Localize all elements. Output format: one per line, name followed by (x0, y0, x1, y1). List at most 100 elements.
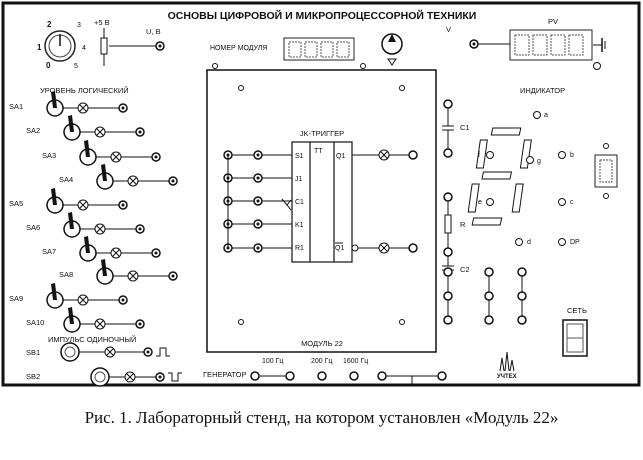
small-digit-indicator (594, 143, 618, 199)
negative-pulse-icon (168, 372, 182, 382)
switch-label-1: SA1 (9, 102, 23, 111)
dial-2: 2 (47, 20, 52, 29)
tt-label: ТТ (314, 148, 323, 155)
switch-jack-10[interactable] (135, 319, 145, 329)
stand-title: ОСНОВЫ ЦИФРОВОЙ И МИКРОПРОЦЕССОРНОЙ ТЕХН… (168, 9, 477, 22)
logo-text: УЧТЕХ (497, 374, 517, 380)
trigger-input-jack-b-5[interactable] (253, 243, 263, 253)
switch-lamp-icon (94, 318, 106, 330)
segment-f-label: f (478, 152, 480, 159)
seven-segment-indicator (467, 127, 532, 226)
sb2-lamp-icon (124, 371, 136, 383)
switch-lamp-icon (77, 199, 89, 211)
sb1-button[interactable] (60, 342, 80, 362)
input-k1-label: K1 (295, 222, 304, 229)
switch-lamp-icon (77, 294, 89, 306)
generator-jacks[interactable] (250, 371, 447, 381)
switch-jack-9[interactable] (118, 295, 128, 305)
dial-1: 1 (37, 43, 42, 52)
u-label: U, В (146, 27, 161, 36)
toggle-switch-3[interactable] (79, 140, 97, 166)
trigger-input-jack-b-4[interactable] (253, 219, 263, 229)
switch-jack-2[interactable] (135, 127, 145, 137)
trigger-input-jack-b-2[interactable] (253, 173, 263, 183)
switch-lamp-icon (77, 102, 89, 114)
dial-4: 4 (82, 45, 86, 52)
switch-label-6: SA6 (26, 223, 40, 232)
switch-lamp-icon (127, 270, 139, 282)
switch-label-8: SA8 (59, 270, 73, 279)
input-c1-label: C1 (295, 199, 304, 206)
segment-d-label: d (527, 239, 531, 246)
sb2-button[interactable] (90, 367, 110, 387)
pv-ground-jack[interactable] (593, 62, 601, 70)
jk-trigger-block (291, 141, 353, 263)
input-j1-label: J1 (295, 176, 303, 183)
toggle-switch-4[interactable] (96, 164, 114, 190)
switch-label-3: SA3 (42, 151, 56, 160)
v-label: V (446, 25, 451, 34)
trigger-wiring (223, 150, 292, 253)
ground-icon (405, 376, 419, 385)
switch-label-9: SA9 (9, 294, 23, 303)
impulse-label: ИМПУЛЬС ОДИНОЧНЫЙ (48, 335, 136, 344)
module-number-label: НОМЕР МОДУЛЯ (210, 45, 267, 52)
module-mount-holes (212, 63, 405, 325)
r-label: R (460, 220, 466, 229)
segment-jacks[interactable] (486, 111, 566, 246)
c1-label: C1 (460, 123, 470, 132)
network-switch[interactable] (562, 319, 588, 357)
toggle-switch-10[interactable] (63, 307, 81, 333)
sb2-jack[interactable] (155, 372, 165, 382)
voltage-label: +5 В (94, 18, 110, 27)
switch-label-5: SA5 (9, 199, 23, 208)
toggle-switch-6[interactable] (63, 212, 81, 238)
sb1-jack[interactable] (143, 347, 153, 357)
switch-jack-3[interactable] (151, 152, 161, 162)
indicator-label: ИНДИКАТОР (520, 86, 565, 95)
output-q1-inverse-label: Q1 (335, 245, 344, 252)
q1-lamp-icon (378, 149, 390, 161)
switch-jack-5[interactable] (118, 200, 128, 210)
switch-lamp-icon (94, 126, 106, 138)
sb2-label: SB2 (26, 372, 40, 381)
segment-g-label: g (537, 158, 541, 165)
clock-slash (281, 198, 288, 206)
rc-jacks[interactable] (443, 99, 527, 325)
q1-inverse-lamp-icon (378, 242, 390, 254)
toggle-switch-7[interactable] (79, 236, 97, 262)
module-selector-knob[interactable] (381, 33, 403, 66)
switch-jack-8[interactable] (168, 271, 178, 281)
toggle-switch-9[interactable] (46, 283, 64, 309)
freq-200-label: 200 Гц (311, 358, 332, 365)
trigger-input-jack-b-1[interactable] (253, 150, 263, 160)
pv-label: PV (548, 17, 558, 26)
input-s1-label: S1 (295, 153, 304, 160)
switch-jack-4[interactable] (168, 176, 178, 186)
switch-label-7: SA7 (42, 247, 56, 256)
segment-e-label: e (478, 199, 482, 206)
voltage-dial[interactable] (44, 30, 76, 62)
v-jack[interactable] (469, 39, 479, 49)
switch-jack-1[interactable] (118, 103, 128, 113)
switch-label-10: SA10 (26, 318, 44, 327)
output-jacks[interactable] (408, 150, 418, 253)
switch-jack-7[interactable] (151, 248, 161, 258)
switch-jack-6[interactable] (135, 224, 145, 234)
trigger-input-jack-b-3[interactable] (253, 196, 263, 206)
switch-lamp-icon (127, 175, 139, 187)
sb1-label: SB1 (26, 348, 40, 357)
figure-caption: Рис. 1. Лабораторный стенд, на котором у… (84, 408, 559, 427)
generator-label: ГЕНЕРАТОР (203, 370, 246, 379)
segment-a-label: a (544, 112, 548, 119)
u-jack[interactable] (155, 41, 165, 51)
uchtekh-logo: УЧТЕХ (497, 351, 517, 380)
potentiometer-resistor (100, 37, 108, 55)
switch-label-2: SA2 (26, 126, 40, 135)
network-label: СЕТЬ (567, 306, 587, 315)
segment-dp-label: DP (570, 239, 580, 246)
dial-3: 3 (77, 22, 81, 29)
switch-lamp-icon (94, 223, 106, 235)
